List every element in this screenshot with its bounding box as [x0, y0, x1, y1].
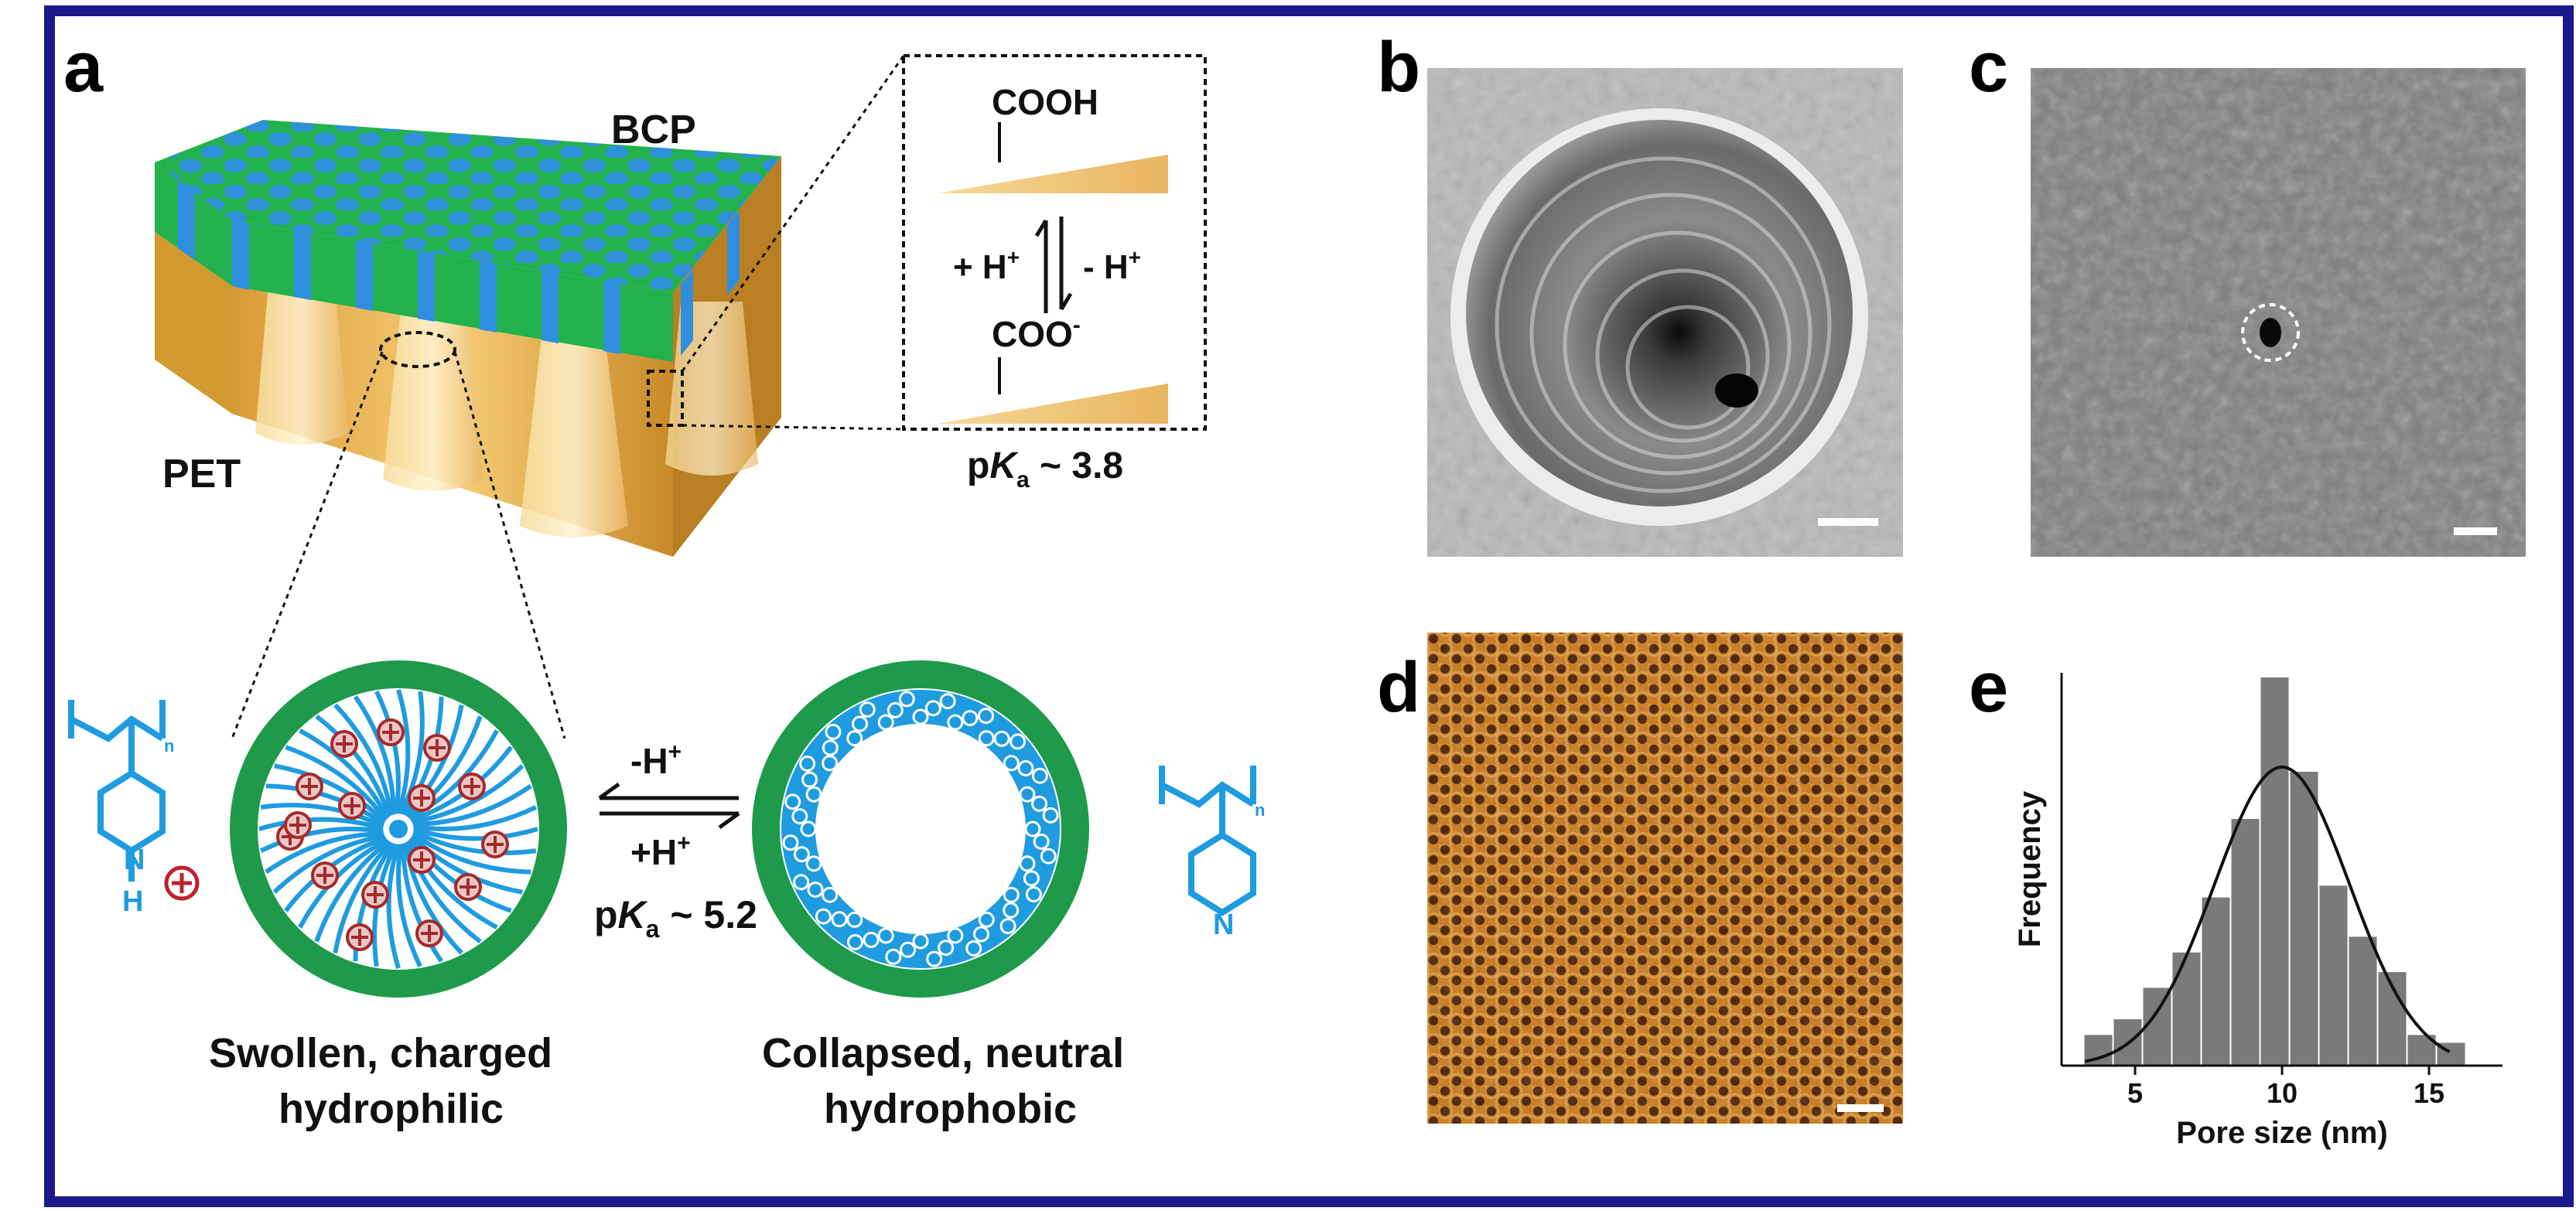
equilibrium-arrows — [598, 782, 740, 830]
histogram-bar — [2171, 950, 2202, 1067]
swollen-line1: Swollen, charged — [209, 1030, 552, 1076]
h-label-left: H — [122, 885, 143, 918]
positive-charge-icon — [361, 881, 389, 909]
eq-pka: pKa ~ 5.2 — [594, 893, 757, 943]
histogram-bar — [2288, 770, 2320, 1066]
positive-charge-icon — [415, 919, 443, 947]
panel-b-letter: b — [1377, 28, 1420, 107]
positive-charge-icon — [458, 773, 486, 800]
positive-charge-icon — [481, 831, 509, 858]
monomer-n-left: n — [164, 736, 174, 756]
positive-charge-icon — [330, 730, 358, 758]
histogram-bar — [2200, 895, 2232, 1067]
panel-a-letter: a — [63, 28, 104, 107]
gaussian-fit-line — [2084, 765, 2451, 1063]
membrane-schematic — [155, 120, 781, 557]
panel-d-letter: d — [1377, 648, 1420, 727]
inset-pka-text: pKa ~ 3.8 — [967, 445, 1123, 493]
positive-charge-icon — [338, 792, 366, 820]
tem-image-c — [2031, 68, 2526, 557]
positive-charge-icon — [377, 718, 405, 746]
positive-charge-icon — [423, 734, 451, 762]
x-tick-label: 10 — [2267, 1077, 2298, 1109]
collapsed-pore — [752, 660, 1089, 998]
monomer-n-right: n — [1255, 800, 1265, 820]
positive-charge-icon — [408, 784, 436, 812]
positive-charge-icon — [284, 811, 312, 839]
inset-minus-h: - H+ — [1083, 245, 1141, 286]
bcp-label: BCP — [611, 107, 696, 152]
x-tick-label: 15 — [2414, 1077, 2444, 1109]
collapsed-line2: hydrophobic — [824, 1086, 1077, 1132]
coo-label: COO- — [992, 312, 1081, 354]
swollen-line2: hydrophilic — [278, 1086, 504, 1132]
eq-plus-h: +H+ — [630, 831, 691, 872]
x-tick-label: 5 — [2127, 1077, 2143, 1109]
positive-charge-icon — [311, 861, 339, 889]
positive-charge-icon — [346, 923, 374, 951]
pet-label: PET — [162, 452, 241, 496]
panel-c-letter: c — [1969, 28, 2008, 107]
histogram-bar — [2229, 817, 2261, 1066]
n-plus-label: N — [124, 844, 145, 876]
cooh-label: COOH — [992, 82, 1098, 122]
neutral-pyridine-icon — [1159, 766, 1256, 916]
n-label-right: N — [1213, 909, 1234, 941]
histogram-bar — [2318, 884, 2349, 1066]
positive-charge-icon — [408, 846, 436, 874]
collapsed-line1: Collapsed, neutral — [762, 1030, 1124, 1076]
histogram-bar — [2347, 935, 2379, 1066]
sem-image-b — [1427, 68, 1903, 557]
y-axis-label: Frequency — [2013, 790, 2047, 947]
positive-charge-icon — [296, 773, 323, 800]
eq-minus-h: -H+ — [630, 739, 682, 781]
afm-image-d — [1427, 633, 1903, 1124]
swollen-pore — [230, 660, 567, 998]
histogram-bar — [2259, 676, 2291, 1067]
inset-plus-h: + H+ — [953, 245, 1020, 286]
carboxyl-inset: COOH + H+ - H+ COO- — [902, 54, 1207, 431]
panel-e-letter: e — [1969, 648, 2008, 727]
positive-charge-icon — [164, 865, 200, 901]
protonated-pyridine-icon — [68, 700, 166, 882]
positive-charge-icon — [454, 873, 482, 901]
x-axis-label: Pore size (nm) — [2176, 1116, 2387, 1150]
